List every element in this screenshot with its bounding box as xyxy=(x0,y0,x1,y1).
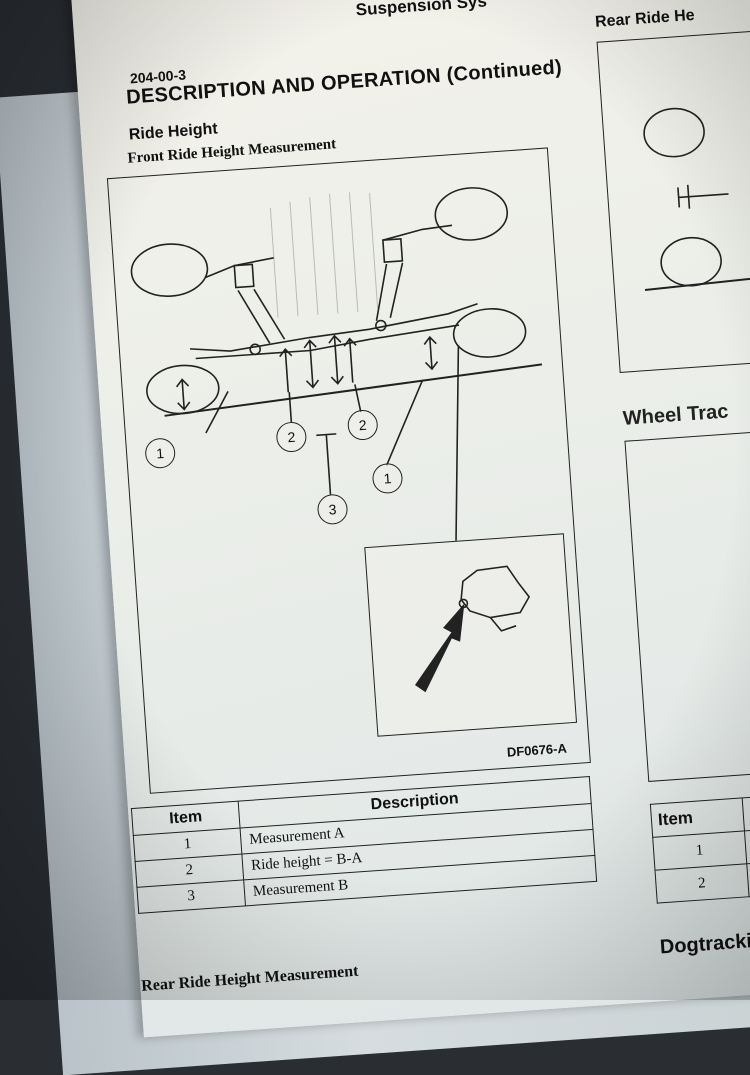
rear-ride-height-figure xyxy=(596,29,750,373)
rear-ride-height-heading: Rear Ride Height Measurement xyxy=(140,962,360,995)
page-title: DESCRIPTION AND OPERATION (Continued) xyxy=(125,56,563,109)
items-table: Item Description 1 Measurement A 2 Ride … xyxy=(131,776,597,914)
inset-detail xyxy=(364,533,578,737)
inset-drawing xyxy=(414,565,531,693)
crossmember xyxy=(189,302,478,352)
left-upper-tire xyxy=(130,243,209,297)
right-lower-tire xyxy=(452,308,527,358)
inset-leader xyxy=(455,345,460,541)
suspension-diagram xyxy=(130,187,543,541)
leader-1-left xyxy=(205,390,229,434)
manual-sheet: Suspension Sys 204-00-3 DESCRIPTION AND … xyxy=(106,0,750,995)
rear-ride-height-title: Rear Ride He xyxy=(594,6,696,31)
section-title: Suspension Sys xyxy=(355,0,488,20)
pointer-arrow-icon xyxy=(414,603,465,693)
right-spring-mount xyxy=(382,238,404,263)
dogtracking-title: Dogtracking xyxy=(659,928,750,959)
ground-line xyxy=(164,363,543,417)
wheel-tracking-title: Wheel Trac xyxy=(622,400,730,430)
right-items-table: Item Par 1 — 2 — xyxy=(650,792,750,904)
item-number: 2 xyxy=(654,863,749,904)
left-spring-mount xyxy=(233,263,255,289)
rear-diagram xyxy=(643,107,750,291)
ride-height-figure: 1 2 2 1 3 DF0676-A xyxy=(106,147,591,794)
right-upper-tire xyxy=(434,187,509,241)
ride-height-heading: Ride Height xyxy=(128,120,219,144)
col-part-header: Par xyxy=(741,792,750,831)
wheel-tracking-figure xyxy=(624,428,750,782)
